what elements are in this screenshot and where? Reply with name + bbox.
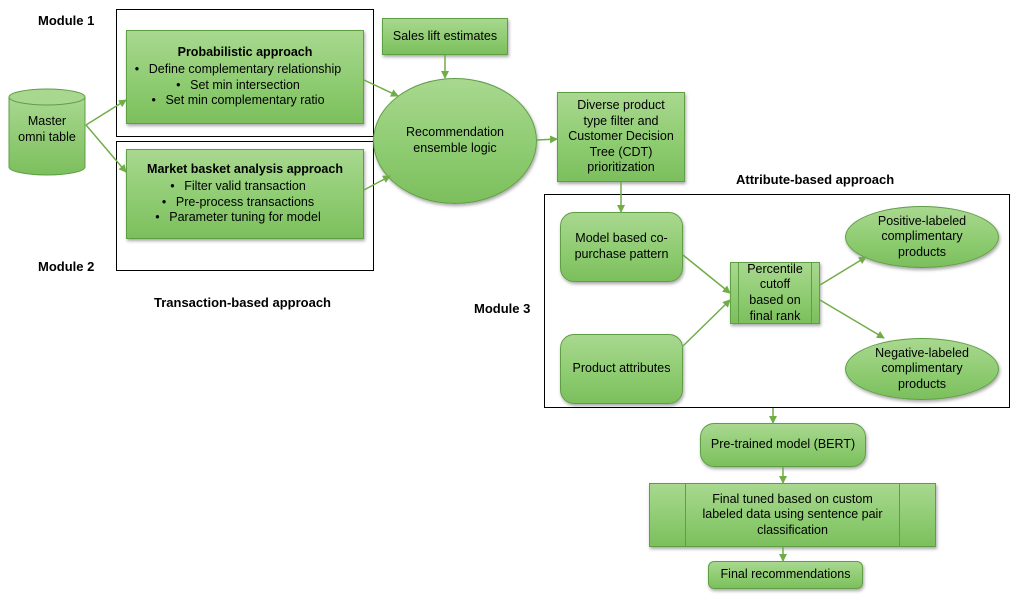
- process-divider: [738, 263, 739, 323]
- market-basket-item: Filter valid transaction: [170, 179, 306, 195]
- percentile-cutoff-label: Percentile cutoff based on final rank: [747, 261, 803, 323]
- diverse-filter-label: Diverse product type filter and Customer…: [568, 97, 674, 175]
- probabilistic-item: Set min complementary ratio: [151, 93, 324, 109]
- process-divider: [899, 484, 900, 546]
- process-divider: [685, 484, 686, 546]
- negative-labeled-label: Negative-labeled complimentary products: [875, 345, 969, 391]
- bert-node: Pre-trained model (BERT): [700, 423, 866, 467]
- arrow-ensemble-to-diverse-filter: [536, 135, 558, 144]
- probabilistic-title: Probabilistic approach: [177, 45, 313, 60]
- market-basket-title: Market basket analysis approach: [147, 162, 343, 177]
- final-tuned-node: Final tuned based on custom labeled data…: [649, 483, 936, 547]
- product-attributes-label: Product attributes: [572, 361, 671, 376]
- ensemble-logic-label: Recommendation ensemble logic: [406, 125, 504, 155]
- final-recommendations-label: Final recommendations: [720, 567, 851, 582]
- module-1-label: Module 1: [38, 13, 95, 28]
- sales-lift-label: Sales lift estimates: [392, 28, 498, 43]
- probabilistic-item: Define complementary relationship: [135, 62, 342, 78]
- ensemble-logic-node: Recommendation ensemble logic: [373, 78, 537, 204]
- diverse-filter-node: Diverse product type filter and Customer…: [557, 92, 685, 182]
- master-omni-table-label: Master omni table: [18, 114, 76, 144]
- positive-labeled-label: Positive-labeled complimentary products: [877, 213, 967, 259]
- transaction-based-label: Transaction-based approach: [154, 295, 331, 310]
- module-3-label: Module 3: [474, 301, 531, 316]
- percentile-cutoff-node: Percentile cutoff based on final rank: [730, 262, 820, 324]
- module-2-label: Module 2: [38, 259, 95, 274]
- product-attributes-node: Product attributes: [560, 334, 683, 404]
- attribute-based-label: Attribute-based approach: [736, 172, 895, 187]
- copurchase-node: Model based co-purchase pattern: [560, 212, 683, 282]
- final-recommendations-node: Final recommendations: [708, 561, 863, 589]
- module-2-frame: [116, 141, 374, 271]
- database-cylinder-icon: [8, 88, 86, 176]
- module-1-frame: [116, 9, 374, 137]
- final-tuned-label: Final tuned based on custom labeled data…: [702, 491, 883, 537]
- module-3-frame: [544, 194, 1010, 408]
- negative-labeled-node: Negative-labeled complimentary products: [845, 338, 999, 400]
- market-basket-item: Parameter tuning for model: [155, 210, 321, 226]
- probabilistic-item: Set min intersection: [176, 78, 300, 94]
- copurchase-label: Model based co-purchase pattern: [574, 231, 669, 261]
- sales-lift-node: Sales lift estimates: [382, 18, 508, 55]
- probabilistic-approach-node: Probabilistic approach Define complement…: [126, 30, 364, 124]
- master-omni-table-node: Master omni table: [8, 88, 86, 176]
- process-divider: [811, 263, 812, 323]
- bert-label: Pre-trained model (BERT): [710, 437, 856, 452]
- positive-labeled-node: Positive-labeled complimentary products: [845, 206, 999, 268]
- market-basket-approach-node: Market basket analysis approach Filter v…: [126, 149, 364, 239]
- market-basket-item: Pre-process transactions: [162, 195, 314, 211]
